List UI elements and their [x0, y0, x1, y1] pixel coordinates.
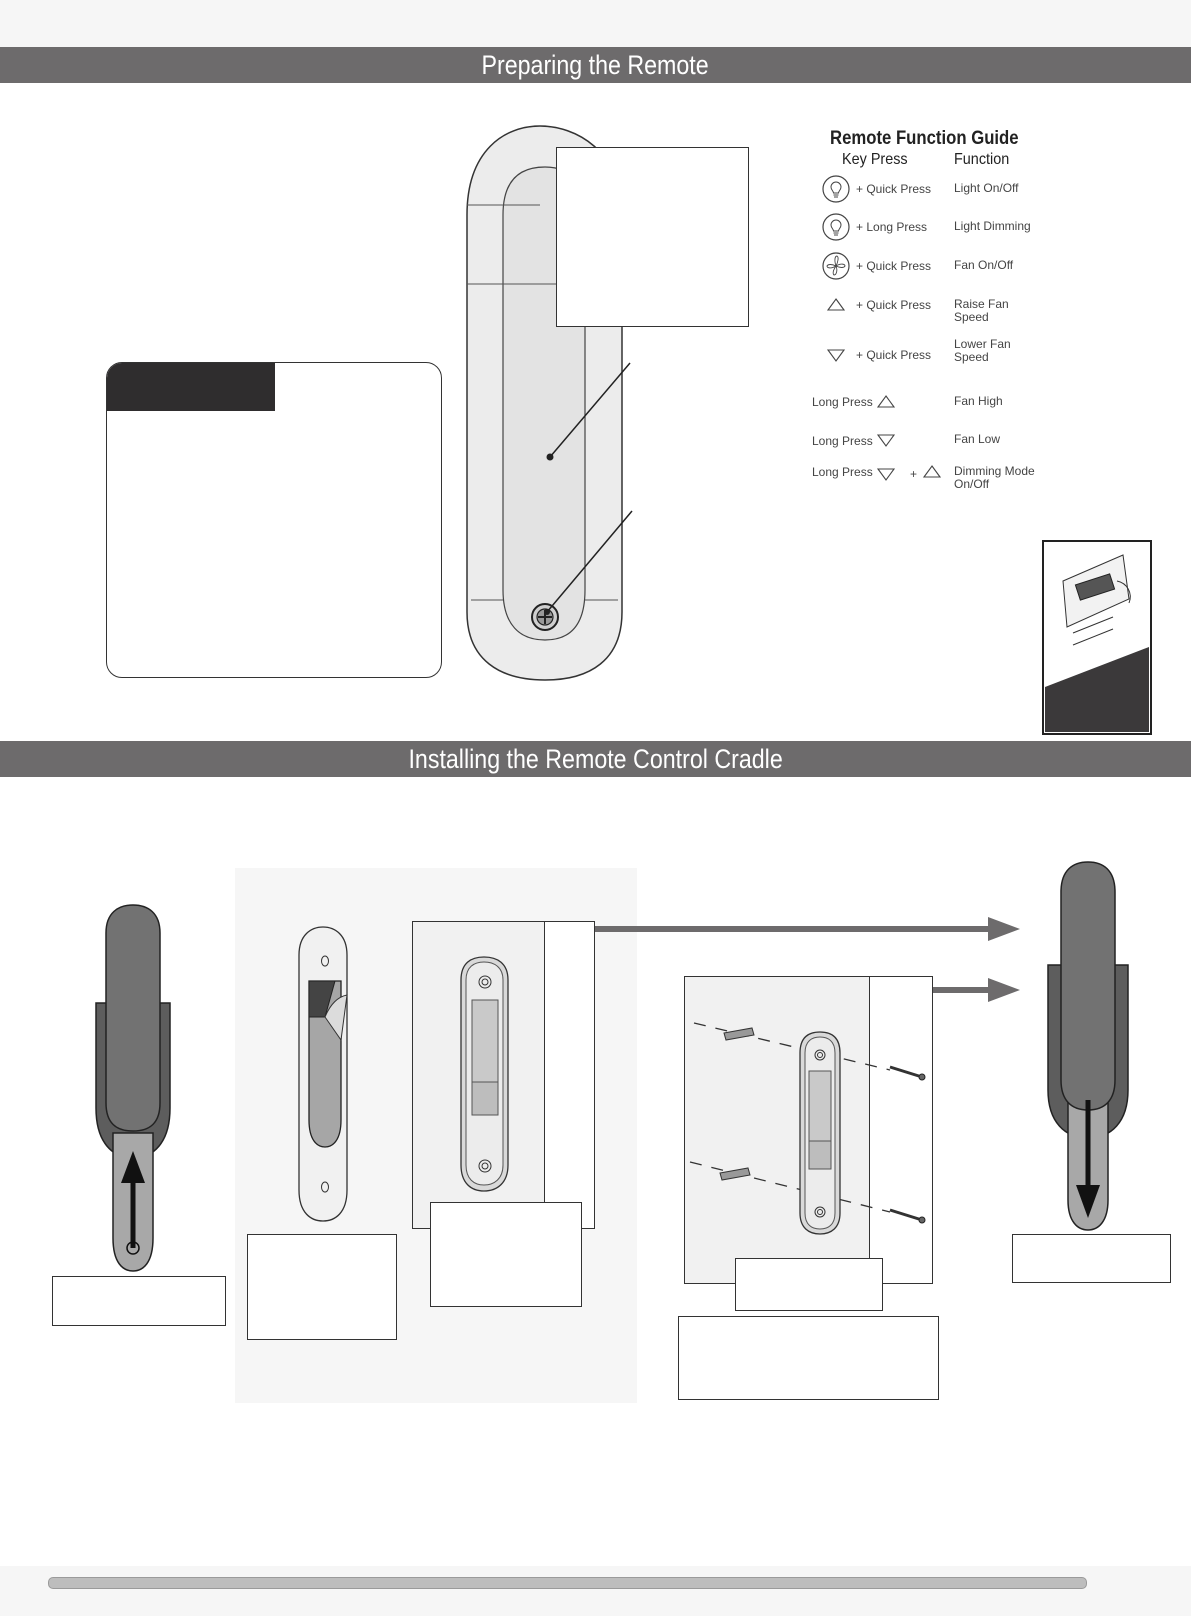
triangle-down-icon [826, 349, 846, 362]
remote-function-guide: Remote Function Guide Key Press Function… [800, 128, 1050, 508]
callout-panel-tab [107, 363, 275, 411]
cradle-mounted-illustration [460, 956, 509, 1192]
wall-edge-step3 [544, 921, 595, 1229]
key-press-label: + Quick Press [856, 182, 932, 196]
key-press-label: + Quick Press [856, 298, 932, 312]
triangle-up-icon [922, 465, 942, 478]
triangle-down-icon [876, 434, 896, 447]
section-header-preparing: Preparing the Remote [0, 47, 1191, 83]
caption-box-step3 [430, 1202, 582, 1307]
triangle-down-icon [876, 468, 896, 481]
function-label: Fan Low [954, 432, 1001, 446]
caption-box-step4a [735, 1258, 883, 1311]
guide-row: Long Press Fan High [800, 388, 1060, 418]
section-header-installing: Installing the Remote Control Cradle [0, 741, 1191, 777]
key-press-label: + Quick Press [856, 348, 932, 362]
guide-row: + Quick Press Fan On/Off [800, 252, 1060, 282]
guide-row: + Long Press Light Dimming [800, 213, 1060, 243]
guide-col-key: Key Press [842, 151, 908, 168]
function-label: Raise Fan Speed [954, 297, 1009, 324]
callout-panel [106, 362, 442, 678]
arrow-to-final [595, 917, 1020, 1002]
bottom-margin [0, 1566, 1191, 1616]
key-press-label: + Quick Press [856, 259, 932, 273]
section-title: Installing the Remote Control Cradle [408, 743, 783, 774]
callout-box-remote-top [556, 147, 749, 327]
battery-compartment-illustration [1042, 540, 1152, 735]
light-bulb-icon [822, 175, 850, 203]
triangle-up-icon [826, 298, 846, 311]
screw-mount-illustration [689, 1022, 926, 1235]
plus-label: + [910, 467, 918, 481]
key-press-label: + Long Press [856, 220, 928, 234]
footer-rule [48, 1577, 1087, 1589]
caption-box-step1 [52, 1276, 226, 1326]
triangle-up-icon [876, 395, 896, 408]
long-press-label: Long Press [812, 434, 873, 448]
guide-row: + Quick Press Raise Fan Speed [800, 291, 1060, 324]
guide-row: + Quick Press Light On/Off [800, 175, 1060, 205]
function-label: Fan High [954, 394, 1003, 408]
guide-row: Long Press + Dimming Mode On/Off [800, 458, 1060, 491]
remote-in-cradle-up-illustration [95, 904, 171, 1272]
fan-icon [822, 252, 850, 280]
function-label: Light On/Off [954, 181, 1019, 195]
function-label: Dimming Mode On/Off [954, 464, 1035, 491]
wall-edge-step4 [869, 976, 933, 1284]
caption-box-step5 [1012, 1234, 1171, 1283]
function-label: Lower Fan Speed [954, 337, 1011, 364]
caption-box-step2 [247, 1234, 397, 1340]
guide-row: + Quick Press Lower Fan Speed [800, 337, 1060, 371]
guide-col-function: Function [954, 151, 1010, 168]
long-press-label: Long Press [812, 395, 873, 409]
long-press-label: Long Press [812, 465, 873, 479]
function-label: Light Dimming [954, 219, 1031, 233]
light-bulb-icon [822, 213, 850, 241]
guide-title: Remote Function Guide [830, 128, 1019, 149]
function-label: Fan On/Off [954, 258, 1014, 272]
cradle-adhesive-illustration [298, 926, 348, 1222]
remote-in-cradle-down-illustration [1047, 861, 1129, 1231]
top-margin [0, 0, 1191, 47]
section-title: Preparing the Remote [481, 49, 710, 80]
guide-row: Long Press Fan Low [800, 426, 1060, 456]
caption-box-step4b [678, 1316, 939, 1400]
